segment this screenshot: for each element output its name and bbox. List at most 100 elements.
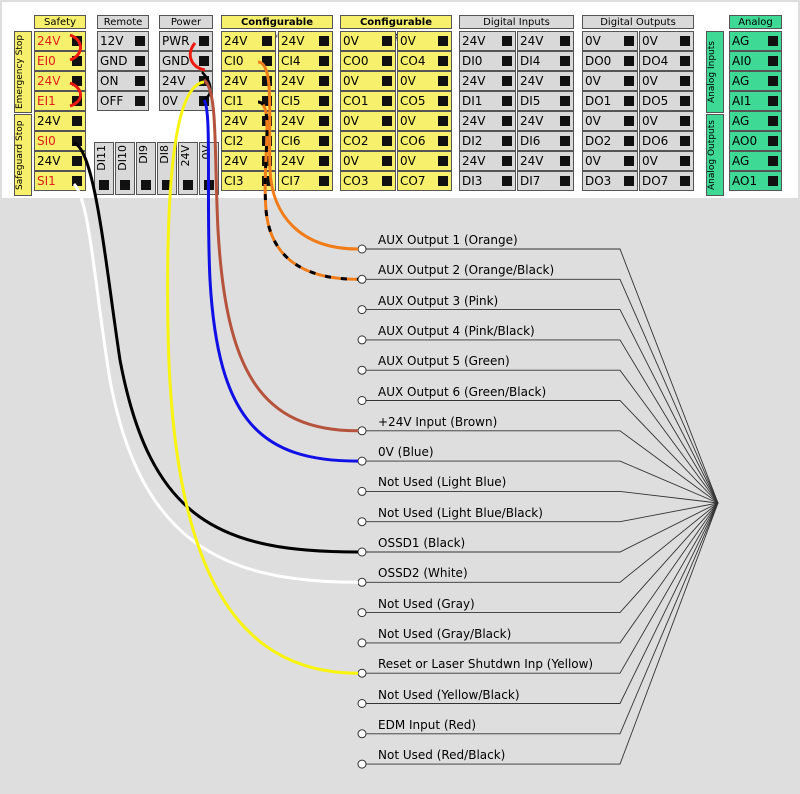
analog-group: Analog bbox=[729, 15, 782, 195]
terminal-screw-icon bbox=[680, 116, 690, 126]
digital-input-terminal-label: DI3 bbox=[462, 174, 483, 188]
configurable-input-terminal-label: 24V bbox=[281, 114, 305, 128]
terminal-screw-icon bbox=[560, 116, 570, 126]
configurable-output-terminal: CO6 bbox=[397, 131, 452, 151]
configurable-output-terminal: CO1 bbox=[340, 91, 396, 111]
terminal-screw-icon bbox=[319, 116, 329, 126]
digital-input-terminal: 24V bbox=[459, 111, 516, 131]
terminal-screw-icon bbox=[262, 176, 272, 186]
digital-input-terminal: 24V bbox=[517, 111, 574, 131]
configurable-input-terminal: CI3 bbox=[221, 171, 276, 191]
power-terminal: GND bbox=[159, 51, 213, 71]
controller-terminal-panel: Safety Emergency Stop Safeguard Stop Rem… bbox=[2, 2, 798, 198]
wire-white bbox=[72, 182, 359, 584]
safety-terminal: SI1 bbox=[34, 171, 86, 191]
terminal-screw-icon bbox=[680, 56, 690, 66]
configurable-output-terminal-label: CO6 bbox=[400, 134, 426, 148]
terminal-screw-icon bbox=[199, 56, 209, 66]
cable-fan-line bbox=[366, 430, 719, 504]
digital-outputs-header: Digital Outputs bbox=[582, 15, 694, 29]
configurable-output-terminal: 0V bbox=[397, 71, 452, 91]
wire-orange bbox=[257, 60, 359, 251]
remote-terminal-label: GND bbox=[100, 54, 128, 68]
terminal-screw-icon bbox=[680, 156, 690, 166]
digital-output-terminal: DO2 bbox=[582, 131, 638, 151]
cable-wire-label: Not Used (Red/Black) bbox=[378, 748, 506, 763]
configurable-inputs-group: Configurable Inputs bbox=[221, 15, 333, 195]
wire-end-circle-icon bbox=[357, 365, 367, 375]
digital-output-terminal: DO3 bbox=[582, 171, 638, 191]
terminal-screw-icon bbox=[560, 156, 570, 166]
cable-wire-label: AUX Output 3 (Pink) bbox=[378, 293, 499, 308]
cable-fan-line bbox=[366, 309, 719, 504]
terminal-screw-icon bbox=[72, 156, 82, 166]
terminal-screw-icon bbox=[262, 56, 272, 66]
analog-terminal-label: AO0 bbox=[732, 134, 758, 148]
terminal-screw-icon bbox=[624, 176, 634, 186]
digital-output-terminal: 0V bbox=[582, 31, 638, 51]
wire-end-circle-icon bbox=[357, 305, 367, 315]
digital-input-terminal-label: DI0 bbox=[462, 54, 483, 68]
safety-terminal: 24V bbox=[34, 71, 86, 91]
remote-terminal: 12V bbox=[97, 31, 149, 51]
digital-input-terminal-label: 24V bbox=[520, 34, 544, 48]
safety-group: Safety bbox=[34, 15, 86, 195]
wire-orange-black-stripe bbox=[257, 100, 359, 281]
terminal-screw-icon bbox=[438, 156, 448, 166]
extra-digital-input-terminal: DI11 bbox=[94, 142, 114, 195]
terminal-screw-icon bbox=[680, 96, 690, 106]
digital-output-terminal-label: 0V bbox=[585, 154, 601, 168]
analog-terminal-label: AI0 bbox=[732, 54, 752, 68]
configurable-input-terminal-label: 24V bbox=[224, 114, 248, 128]
configurable-output-terminal: 0V bbox=[397, 151, 452, 171]
wire-end-circle-icon bbox=[357, 486, 367, 496]
terminal-screw-icon bbox=[560, 56, 570, 66]
configurable-input-terminal-label: 24V bbox=[224, 154, 248, 168]
terminal-screw-icon bbox=[768, 176, 778, 186]
configurable-output-terminal-label: 0V bbox=[400, 34, 416, 48]
configurable-input-terminal: 24V bbox=[278, 111, 333, 131]
configurable-output-terminal: CO5 bbox=[397, 91, 452, 111]
digital-input-terminal: 24V bbox=[459, 31, 516, 51]
terminal-screw-icon bbox=[72, 56, 82, 66]
configurable-output-terminal: 0V bbox=[340, 111, 396, 131]
configurable-input-terminal-label: CI3 bbox=[224, 174, 244, 188]
configurable-output-terminal-label: 0V bbox=[343, 74, 359, 88]
terminal-screw-icon bbox=[135, 76, 145, 86]
safety-terminal: SI0 bbox=[34, 131, 86, 151]
digital-output-terminal-label: DO2 bbox=[585, 134, 612, 148]
power-terminal-label: GND bbox=[162, 54, 190, 68]
extra-digital-input-terminal: 24V bbox=[178, 142, 198, 195]
safety-header: Safety bbox=[34, 15, 86, 29]
wire-end-circle-icon bbox=[357, 335, 367, 345]
terminal-screw-icon bbox=[382, 76, 392, 86]
analog-terminal-label: AI1 bbox=[732, 94, 752, 108]
configurable-output-terminal: 0V bbox=[340, 31, 396, 51]
digital-input-terminal-label: DI4 bbox=[520, 54, 541, 68]
terminal-screw-icon bbox=[438, 176, 448, 186]
cable-wire-label: EDM Input (Red) bbox=[378, 717, 477, 732]
wire-end-circle-icon bbox=[357, 426, 367, 436]
jumper-wire-red bbox=[69, 81, 82, 108]
cable-fan-line bbox=[366, 502, 719, 553]
cable-wire-label: AUX Output 1 (Orange) bbox=[378, 233, 518, 247]
cable-fan-line bbox=[366, 502, 719, 614]
terminal-screw-icon bbox=[319, 96, 329, 106]
terminal-screw-icon bbox=[502, 56, 512, 66]
digital-output-terminal: 0V bbox=[639, 151, 694, 171]
terminal-screw-icon bbox=[382, 56, 392, 66]
remote-terminal-label: ON bbox=[100, 74, 119, 88]
configurable-input-terminal-label: CI5 bbox=[281, 94, 301, 108]
digital-input-terminal: 24V bbox=[517, 31, 574, 51]
configurable-output-terminal: CO7 bbox=[397, 171, 452, 191]
terminal-screw-icon bbox=[262, 36, 272, 46]
jumper-wire-red bbox=[69, 33, 82, 62]
configurable-output-terminal-label: CO2 bbox=[343, 134, 369, 148]
wire-brown bbox=[202, 78, 359, 433]
wire-end-circle-icon bbox=[357, 729, 367, 739]
remote-terminal: ON bbox=[97, 71, 149, 91]
terminal-screw-icon bbox=[382, 36, 392, 46]
terminal-screw-icon bbox=[438, 136, 448, 146]
safety-terminal-label: 24V bbox=[37, 154, 61, 168]
configurable-output-terminal: CO2 bbox=[340, 131, 396, 151]
